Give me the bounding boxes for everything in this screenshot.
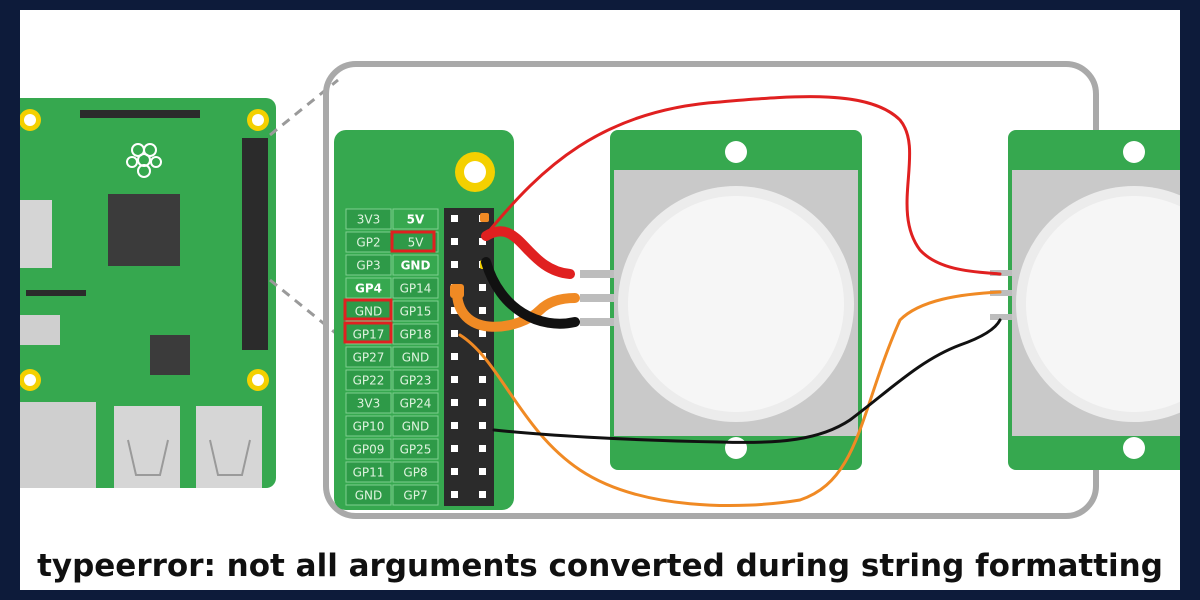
- pin-label-left: GP11: [353, 466, 385, 480]
- raspberry-logo-icon: [126, 143, 162, 178]
- highlight-5v: [390, 230, 436, 253]
- pin-cell: [345, 346, 392, 368]
- pin-cell: [392, 484, 439, 506]
- header-pin: [479, 445, 486, 452]
- wires: [452, 95, 1002, 508]
- pin-cell: [392, 277, 439, 299]
- pin-label-left: 3V3: [357, 213, 380, 227]
- pin-label-right: GP23: [400, 374, 432, 388]
- pin-cell: [345, 392, 392, 414]
- pin-label-right: GND: [402, 351, 430, 365]
- pin-label-right: 5V: [407, 213, 425, 227]
- pin-cell: [392, 323, 439, 345]
- wire-red-sensor1: [481, 226, 575, 279]
- header-pin: [451, 491, 458, 498]
- header-pin: [479, 399, 486, 406]
- pin-label-left: GND: [355, 305, 383, 319]
- header-pin: [479, 284, 486, 291]
- header-pin: [479, 491, 486, 498]
- pin-label-left: GP2: [356, 236, 380, 250]
- raspberry-pi-board: [20, 98, 276, 488]
- header-pin: [451, 445, 458, 452]
- pin-label-left: GP27: [353, 351, 385, 365]
- header-pin: [451, 353, 458, 360]
- pin-label-left: GP09: [353, 443, 385, 457]
- pin-label-right: GP25: [400, 443, 432, 457]
- header-pin: [451, 422, 458, 429]
- pin-cell: [345, 415, 392, 437]
- pir-sensor-2: [990, 130, 1180, 470]
- header-pin: [479, 376, 486, 383]
- header-pin: [451, 399, 458, 406]
- header-pin: [451, 238, 458, 245]
- pin-cell: [345, 461, 392, 483]
- pir-sensor-1: [580, 130, 862, 470]
- header-pin: [479, 422, 486, 429]
- pin-cell: [392, 392, 439, 414]
- header-pin: [451, 307, 458, 314]
- pin-label-right: 5V: [408, 236, 425, 250]
- pin-cell: [345, 254, 392, 276]
- pin-label-left: GP10: [353, 420, 385, 434]
- pin-label-right: GP8: [403, 466, 427, 480]
- pin-cell: [392, 346, 439, 368]
- header-pin: [451, 468, 458, 475]
- wire-red-sensor2: [488, 95, 1002, 276]
- highlight-gnd: [343, 298, 393, 321]
- pin-label-right: GP14: [400, 282, 432, 296]
- header-pin: [479, 468, 486, 475]
- header-pin: [479, 330, 486, 337]
- wire-orange-sensor2: [458, 290, 1002, 508]
- highlight-gp17: [343, 321, 393, 344]
- pin-label-right: GND: [402, 420, 430, 434]
- pin-cell: [345, 277, 392, 299]
- pin-cell: [345, 484, 392, 506]
- pin-label-right: GP7: [403, 489, 427, 503]
- pin-cell: [392, 461, 439, 483]
- wire-black-sensor2: [492, 318, 1002, 444]
- pin-cell: [392, 300, 439, 322]
- header-pin: [451, 215, 458, 222]
- header-pin: [451, 330, 458, 337]
- header-pin: [479, 238, 486, 245]
- pin-label-left: GND: [355, 489, 383, 503]
- pin-cell: [392, 415, 439, 437]
- pin-cell: [345, 369, 392, 391]
- pin-cell: [345, 208, 392, 230]
- pin-label-left: 3V3: [357, 397, 380, 411]
- pin-label-right: GP18: [400, 328, 432, 342]
- pin-cell: [345, 438, 392, 460]
- header-pin: [451, 376, 458, 383]
- pin-cell: [392, 254, 439, 276]
- pin-label-left: GP22: [353, 374, 385, 388]
- pin-label-right: GND: [401, 259, 431, 273]
- pin-cell: [392, 208, 439, 230]
- pin-cell: [392, 369, 439, 391]
- error-caption: typeerror: not all arguments converted d…: [37, 548, 1163, 584]
- pin-cell: [392, 438, 439, 460]
- pin-label-left: GP3: [356, 259, 380, 273]
- pin-label-left: GP17: [353, 328, 385, 342]
- header-pin: [479, 307, 486, 314]
- pin-label-right: GP24: [400, 397, 432, 411]
- pin-label-right: GP15: [400, 305, 432, 319]
- header-pin: [451, 261, 458, 268]
- wire-black-sensor1: [481, 257, 580, 329]
- pin-label-left: GP4: [355, 282, 382, 296]
